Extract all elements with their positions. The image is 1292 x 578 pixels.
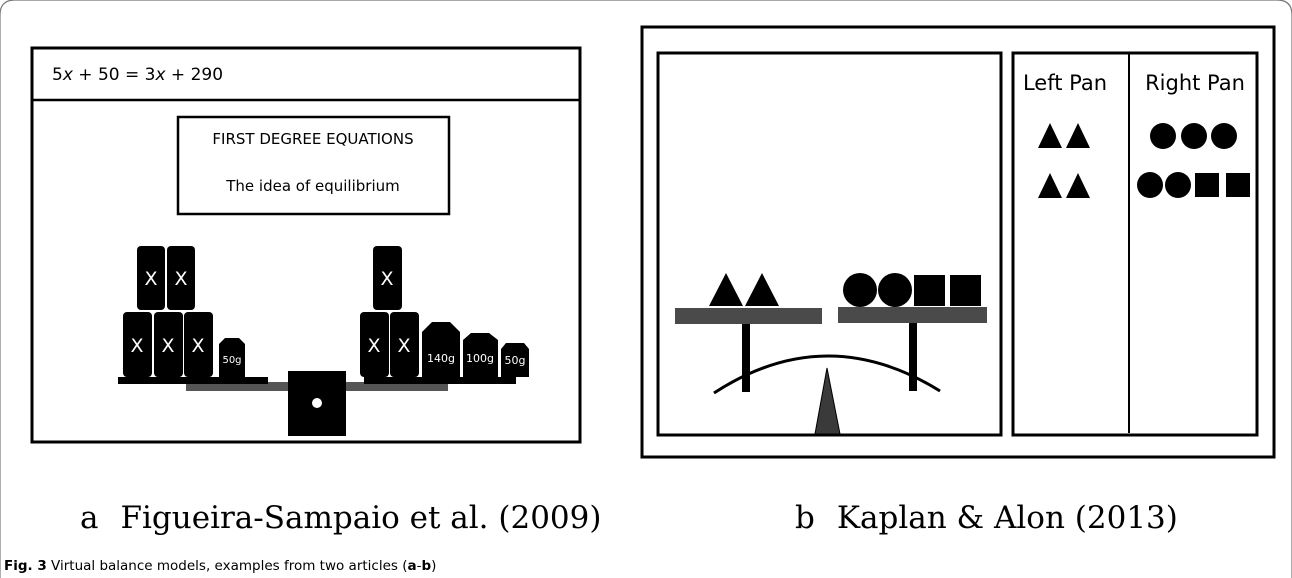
weight-label: 100g [466,352,494,365]
equation-text: 5x + 50 = 3x + 290 [52,65,223,85]
left-x-blocks: X X X X X [123,246,213,377]
scene-fulcrum [814,367,841,435]
title-line-1: FIRST DEGREE EQUATIONS [212,130,413,148]
scene-right-post [909,323,917,391]
x-label: X [380,268,393,290]
x-label: X [367,335,380,357]
x-label: X [144,268,157,290]
fulcrum-pivot [312,398,322,408]
left-pan-label: Left Pan [1023,71,1107,95]
scene-triangle [709,273,743,306]
square-shape [1226,173,1250,197]
scene-square [914,275,945,306]
x-block [360,312,389,377]
x-label: X [397,335,410,357]
circle-shape [1150,123,1176,149]
x-label: X [174,268,187,290]
triangle-shape [1066,173,1090,198]
scene-triangle [745,273,779,306]
scene-circle [843,273,877,307]
weight-50g-left [219,338,245,377]
x-label: X [161,335,174,357]
right-pan-label: Right Pan [1145,71,1245,95]
x-block [154,312,183,377]
pans-table-box [1011,51,1259,437]
circle-shape [1181,123,1207,149]
weight-label: 50g [505,354,526,367]
scene-square [950,275,981,306]
panel-b-outer-frame [640,25,1276,459]
x-block [390,312,419,377]
x-block [137,246,165,310]
square-shape [1195,173,1219,197]
left-pan [118,377,268,384]
weight-label: 50g [222,355,241,366]
triangle-shape [1038,123,1062,148]
triangle-shape [1038,173,1062,198]
weight-label: 140g [427,352,455,365]
x-label: X [191,335,204,357]
x-block [373,246,402,310]
scene-left-pan [675,308,822,324]
triangle-shape [1066,123,1090,148]
figure-caption: Fig. 3 Virtual balance models, examples … [4,558,436,574]
scene-arc-beam [713,354,941,395]
x-block [123,312,152,377]
weight-50g-right [501,343,529,377]
scene-left-post [742,324,750,392]
title-line-2: The idea of equilibrium [225,177,400,195]
title-box [176,115,451,216]
panel-a: 5x + 50 = 3x + 290 FIRST DEGREE EQUATION… [30,46,601,536]
right-x-blocks: X X X [360,246,419,377]
scene-box [656,51,1003,437]
circle-shape [1137,172,1163,198]
circle-shape [1165,172,1191,198]
x-block [184,312,213,377]
weight-100g [463,333,498,377]
scene-circle [878,273,912,307]
x-label: X [130,335,143,357]
right-pan [364,377,516,384]
weight-140g [422,322,460,377]
panel-a-frame [30,46,582,444]
circle-shape [1211,123,1237,149]
x-block [167,246,195,310]
scene-right-pan [838,307,987,323]
